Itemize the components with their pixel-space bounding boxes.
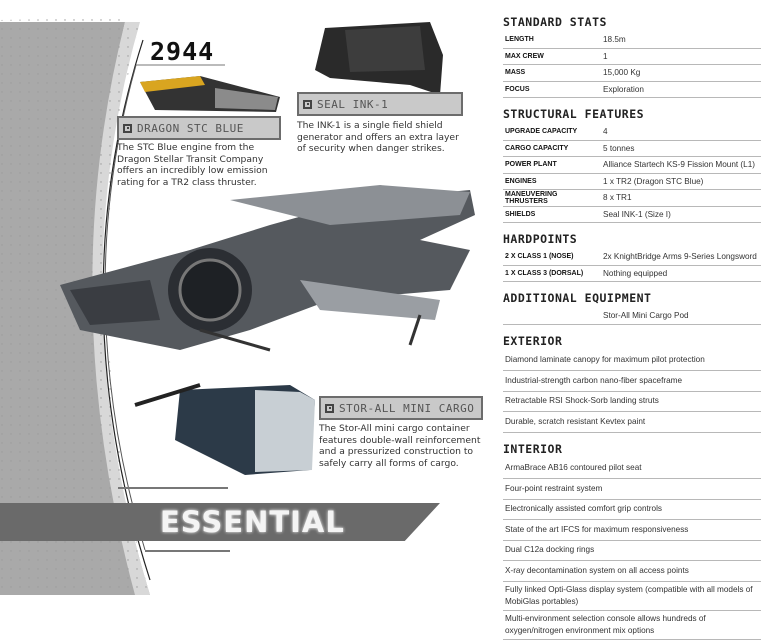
structural-table: Upgrade Capacity4Cargo Capacity5 tonnesP… <box>503 124 761 223</box>
spec-key: Length <box>503 32 601 49</box>
spec-row: Power PlantAlliance Startech KS-9 Fissio… <box>503 156 761 174</box>
component-description: The Stor-All mini cargo container featur… <box>319 423 481 469</box>
feature-row: Electronically assisted comfort grip con… <box>503 499 761 520</box>
banner-background <box>0 503 440 541</box>
engine-image <box>140 76 280 112</box>
spec-row: ShieldsSeal INK-1 (Size I) <box>503 206 761 223</box>
spec-value: 1 x TR2 (Dragon STC Blue) <box>601 173 761 190</box>
spec-row: Cargo Capacity5 tonnes <box>503 140 761 157</box>
shield-generator-image <box>315 22 443 95</box>
feature-text: Fully linked Opti-Glass display system (… <box>503 581 761 611</box>
feature-text: Diamond laminate canopy for maximum pilo… <box>503 350 761 371</box>
spec-key: Focus <box>503 81 601 98</box>
spec-value: 18.5m <box>601 32 761 49</box>
spec-key: Shields <box>503 206 601 223</box>
feature-text: Durable, scratch resistant Kevtex paint <box>503 411 761 433</box>
spec-key: Upgrade Capacity <box>503 124 601 141</box>
feature-text: Electronically assisted comfort grip con… <box>503 499 761 520</box>
feature-row: Fully linked Opti-Glass display system (… <box>503 581 761 611</box>
spec-value: 1 <box>601 48 761 65</box>
feature-row: Diamond laminate canopy for maximum pilo… <box>503 350 761 371</box>
section-title: Structural Features <box>503 107 645 121</box>
feature-text: Industrial-strength carbon nano-fiber sp… <box>503 370 761 392</box>
spec-row: Stor-All Mini Cargo Pod <box>503 308 761 325</box>
spec-value: Alliance Startech KS-9 Fission Mount (L1… <box>601 156 761 174</box>
spec-value: 8 x TR1 <box>601 189 761 207</box>
ship-image <box>60 185 475 407</box>
feature-text: Dual C12a docking rings <box>503 540 761 561</box>
feature-row: Four-point restraint system <box>503 478 761 500</box>
feature-row: ArmaBrace AB16 contoured pilot seat <box>503 458 761 479</box>
spec-key: Engines <box>503 173 601 190</box>
component-description: The STC Blue engine from the Dragon Stel… <box>117 142 268 188</box>
section-title: Standard Stats <box>503 15 607 29</box>
component-description: The INK-1 is a single field shield gener… <box>297 120 459 154</box>
cargo-pod-image <box>175 385 315 475</box>
spec-value: 5 tonnes <box>601 140 761 157</box>
feature-row: X-ray decontamination system on all acce… <box>503 560 761 582</box>
square-bullet-icon <box>325 403 334 413</box>
feature-text: Retractable RSI Shock-Sorb landing strut… <box>503 391 761 412</box>
component-label-engine: DRAGON STC BLUE <box>117 116 281 140</box>
feature-text: Four-point restraint system <box>503 478 761 500</box>
component-label-cargo: STOR-ALL MINI CARGO <box>319 396 483 420</box>
spec-key: Power Plant <box>503 156 601 174</box>
spec-row: Upgrade Capacity4 <box>503 124 761 141</box>
spec-key: Max Crew <box>503 48 601 65</box>
section-title: Exterior <box>503 333 563 348</box>
feature-row: Multi-environment selection console allo… <box>503 610 761 640</box>
package-banner: ESSENTIAL <box>160 505 345 539</box>
spec-row: Maneuvering Thrusters8 x TR1 <box>503 189 761 207</box>
feature-row: State of the art IFCS for maximum respon… <box>503 519 761 541</box>
standard-stats-table: Length18.5mMax Crew1Mass15,000 KgFocusEx… <box>503 32 761 98</box>
component-name: SEAL INK-1 <box>317 97 389 111</box>
component-name: DRAGON STC BLUE <box>137 121 244 135</box>
exterior-table: Diamond laminate canopy for maximum pilo… <box>503 350 761 433</box>
component-name: STOR-ALL MINI CARGO <box>339 401 475 415</box>
spec-row: 2 x Class 1 (Nose)2x KnightBridge Arms 9… <box>503 249 761 266</box>
feature-row: Retractable RSI Shock-Sorb landing strut… <box>503 391 761 412</box>
feature-row: Durable, scratch resistant Kevtex paint <box>503 411 761 433</box>
spec-value: Exploration <box>601 81 761 98</box>
section-title: Additional Equipment <box>503 291 652 305</box>
spec-row: Engines1 x TR2 (Dragon STC Blue) <box>503 173 761 190</box>
spec-row: FocusExploration <box>503 81 761 98</box>
feature-row: Dual C12a docking rings <box>503 540 761 561</box>
spec-key: Mass <box>503 64 601 82</box>
feature-text: Multi-environment selection console allo… <box>503 610 761 640</box>
hardpoints-table: 2 x Class 1 (Nose)2x KnightBridge Arms 9… <box>503 249 761 282</box>
spec-row: Mass15,000 Kg <box>503 64 761 82</box>
spec-value: Stor-All Mini Cargo Pod <box>601 308 761 325</box>
year-title: 2944 <box>150 37 215 66</box>
component-label-shield: SEAL INK-1 <box>297 92 463 116</box>
spec-key: 2 x Class 1 (Nose) <box>503 249 601 266</box>
spec-value: 2x KnightBridge Arms 9-Series Longsword <box>601 249 761 266</box>
spec-row: 1 x Class 3 (Dorsal)Nothing equipped <box>503 265 761 282</box>
feature-text: ArmaBrace AB16 contoured pilot seat <box>503 458 761 479</box>
spec-key: 1 x Class 3 (Dorsal) <box>503 265 601 282</box>
spec-key <box>503 308 601 325</box>
spec-value: 15,000 Kg <box>601 64 761 82</box>
section-title: Hardpoints <box>503 232 578 246</box>
decorative-background <box>0 18 475 595</box>
feature-text: X-ray decontamination system on all acce… <box>503 560 761 582</box>
spec-key: Cargo Capacity <box>503 140 601 157</box>
spec-sheet: Standard Stats Length18.5mMax Crew1Mass1… <box>503 12 761 640</box>
spec-value: Seal INK-1 (Size I) <box>601 206 761 223</box>
additional-table: Stor-All Mini Cargo Pod <box>503 308 761 325</box>
feature-text: State of the art IFCS for maximum respon… <box>503 519 761 541</box>
spec-key: Maneuvering Thrusters <box>503 189 601 207</box>
spec-value: Nothing equipped <box>601 265 761 282</box>
spec-row: Length18.5m <box>503 32 761 49</box>
spec-value: 4 <box>601 124 761 141</box>
spec-row: Max Crew1 <box>503 48 761 65</box>
feature-row: Industrial-strength carbon nano-fiber sp… <box>503 370 761 392</box>
square-bullet-icon <box>303 99 312 109</box>
square-bullet-icon <box>123 123 132 133</box>
section-title: Interior <box>503 441 563 456</box>
